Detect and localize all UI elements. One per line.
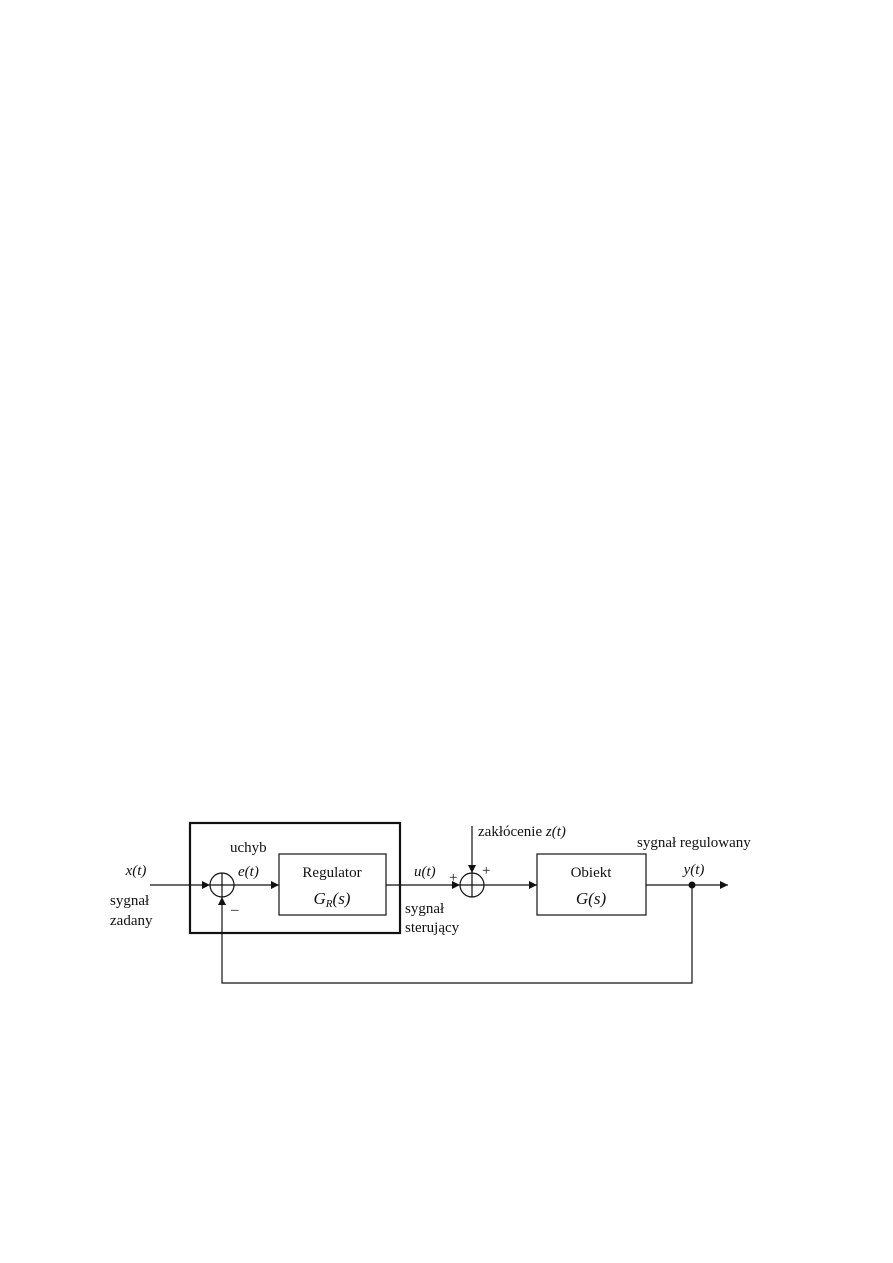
control-symbol: u(t) [414, 864, 436, 880]
plant-transfer-function: G(s) [576, 889, 607, 908]
control-label-line1: sygnał [405, 901, 445, 917]
feedback-sign: – [230, 902, 239, 918]
error-label: uchyb [230, 840, 267, 856]
disturbance-label: zakłócenie z(t) [478, 824, 566, 840]
feedback-path [218, 885, 693, 984]
control-sign: + [449, 870, 457, 886]
regulator-transfer-function: GR(s) [314, 889, 351, 910]
disturbance-sign: + [482, 863, 490, 879]
summing-junction-1 [209, 872, 235, 898]
output-symbol: y(t) [682, 862, 705, 878]
input-symbol: x(t) [125, 863, 147, 879]
output-label: sygnał regulowany [637, 835, 751, 851]
plant-title: Obiekt [571, 865, 613, 881]
input-label-line1: sygnał [110, 893, 150, 909]
regulator-title: Regulator [302, 865, 361, 881]
summing-junction-2 [459, 872, 485, 898]
error-symbol: e(t) [238, 864, 259, 880]
controller-frame [188, 821, 402, 935]
input-label-line2: zadany [110, 913, 153, 929]
control-label-line2: sterujący [405, 920, 460, 936]
